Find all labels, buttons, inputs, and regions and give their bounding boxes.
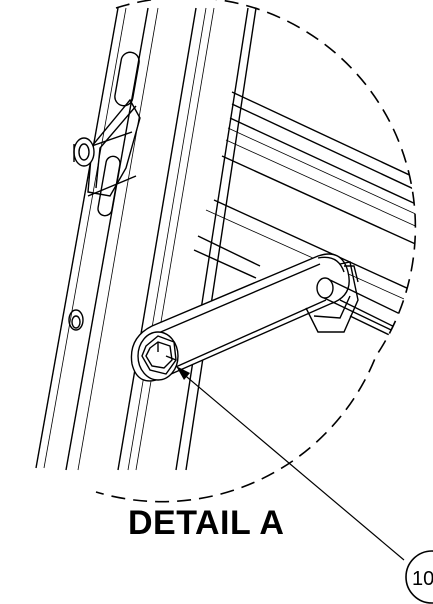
callout-balloon: 10 [405, 550, 433, 604]
detail-boundary-arc [95, 0, 417, 503]
vertical-post [35, 7, 257, 471]
upper-bracket [73, 98, 141, 197]
leader-line [176, 366, 405, 561]
rail-clip [305, 261, 359, 333]
link-bar [130, 253, 350, 382]
hex-bolt [137, 331, 179, 381]
detail-label: DETAIL A [128, 504, 285, 542]
balloon-number: 10 [412, 568, 433, 590]
horizontal-rail [193, 91, 416, 357]
post-slots [68, 51, 140, 331]
